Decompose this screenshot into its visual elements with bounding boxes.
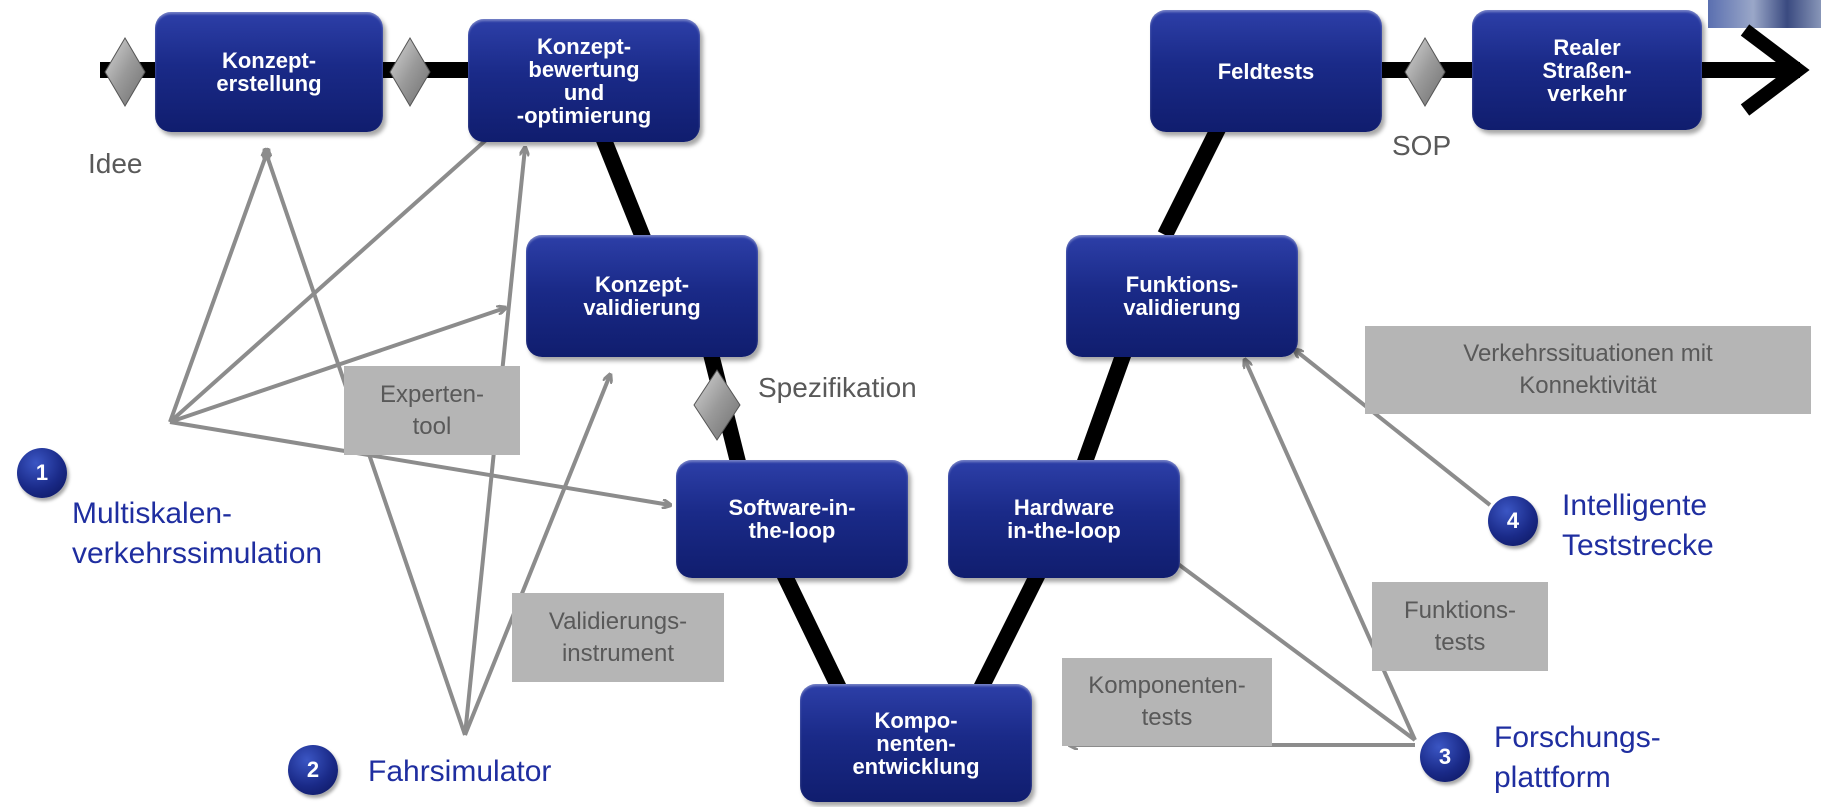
milestone-sop-label: SOP (1392, 130, 1452, 161)
tool-1-number: 1 (35, 460, 49, 485)
stage-komponentenentwicklung-label: Kompo- nenten- entwicklung (852, 707, 980, 779)
tool-2-number: 2 (306, 757, 320, 782)
milestone-konzept-diamond (389, 37, 431, 107)
tool-3-badge: 3 (1420, 732, 1470, 782)
stage-software-in-the-loop: Software-in- the-loop (676, 460, 908, 578)
label-komponententests: Komponenten- tests (1062, 658, 1272, 746)
stage-konzepterstellung: Konzept- erstellung (155, 12, 383, 132)
label-expertentool: Experten- tool (344, 366, 520, 455)
stage-funktionsvalidierung: Funktions- validierung (1066, 235, 1298, 357)
milestone-idee-label: Idee (88, 148, 143, 179)
milestone-idee-diamond (104, 37, 146, 107)
tool-3-number: 3 (1438, 744, 1452, 769)
tool-3-label: Forschungs- plattform (1494, 721, 1661, 794)
stage-realer-strassenverkehr: Realer Straßen- verkehr (1472, 10, 1702, 130)
label-verkehrssituationen-text: Verkehrssituationen mit Konnektivität (1463, 340, 1713, 399)
tool-1-label: Multiskalen- verkehrssimulation (72, 497, 323, 570)
tool-4-number: 4 (1506, 508, 1520, 533)
label-verkehrssituationen: Verkehrssituationen mit Konnektivität (1365, 326, 1811, 414)
tool-2-badge: 2 (288, 745, 338, 795)
stage-konzeptbewertung: Konzept- bewertung und -optimierung (468, 19, 700, 142)
stage-konzeptvalidierung-label: Konzept- validierung (583, 272, 701, 320)
label-validierungsinstrument: Validierungs- instrument (512, 593, 724, 682)
label-komponententests-text: Komponenten- tests (1088, 672, 1246, 731)
stage-konzeptbewertung-label: Konzept- bewertung und -optimierung (516, 33, 652, 128)
stage-komponentenentwicklung: Kompo- nenten- entwicklung (800, 684, 1032, 802)
stage-feldtests: Feldtests (1150, 10, 1382, 132)
tool-4-badge: 4 (1488, 496, 1538, 546)
stage-hil-label: Hardware in-the-loop (1007, 495, 1121, 543)
stage-sil-label: Software-in- the-loop (728, 495, 856, 543)
stage-strassenverkehr-label: Realer Straßen- verkehr (1542, 34, 1632, 106)
stage-funktionsvalidierung-label: Funktions- validierung (1123, 272, 1241, 320)
stage-feldtests-label: Feldtests (1217, 58, 1315, 84)
label-validierungsinstrument-text: Validierungs- instrument (548, 607, 688, 667)
stage-konzepterstellung-label: Konzept- erstellung (216, 48, 322, 96)
milestone-spezifikation-diamond (693, 369, 741, 441)
label-funktionstests: Funktions- tests (1372, 582, 1548, 671)
tool-4-label: Intelligente Teststrecke (1562, 489, 1714, 562)
corner-photo (1708, 0, 1821, 28)
milestone-diamonds (104, 37, 1446, 441)
tool-2-label: Fahrsimulator (368, 755, 552, 788)
tool-1-badge: 1 (17, 448, 67, 498)
label-funktionstests-text: Funktions- tests (1403, 596, 1517, 656)
stage-konzeptvalidierung: Konzept- validierung (526, 235, 758, 357)
stage-hardware-in-the-loop: Hardware in-the-loop (948, 460, 1180, 578)
milestone-spezifikation-label: Spezifikation (758, 372, 917, 403)
milestone-sop-diamond (1404, 37, 1446, 107)
label-expertentool-text: Experten- tool (379, 380, 485, 440)
